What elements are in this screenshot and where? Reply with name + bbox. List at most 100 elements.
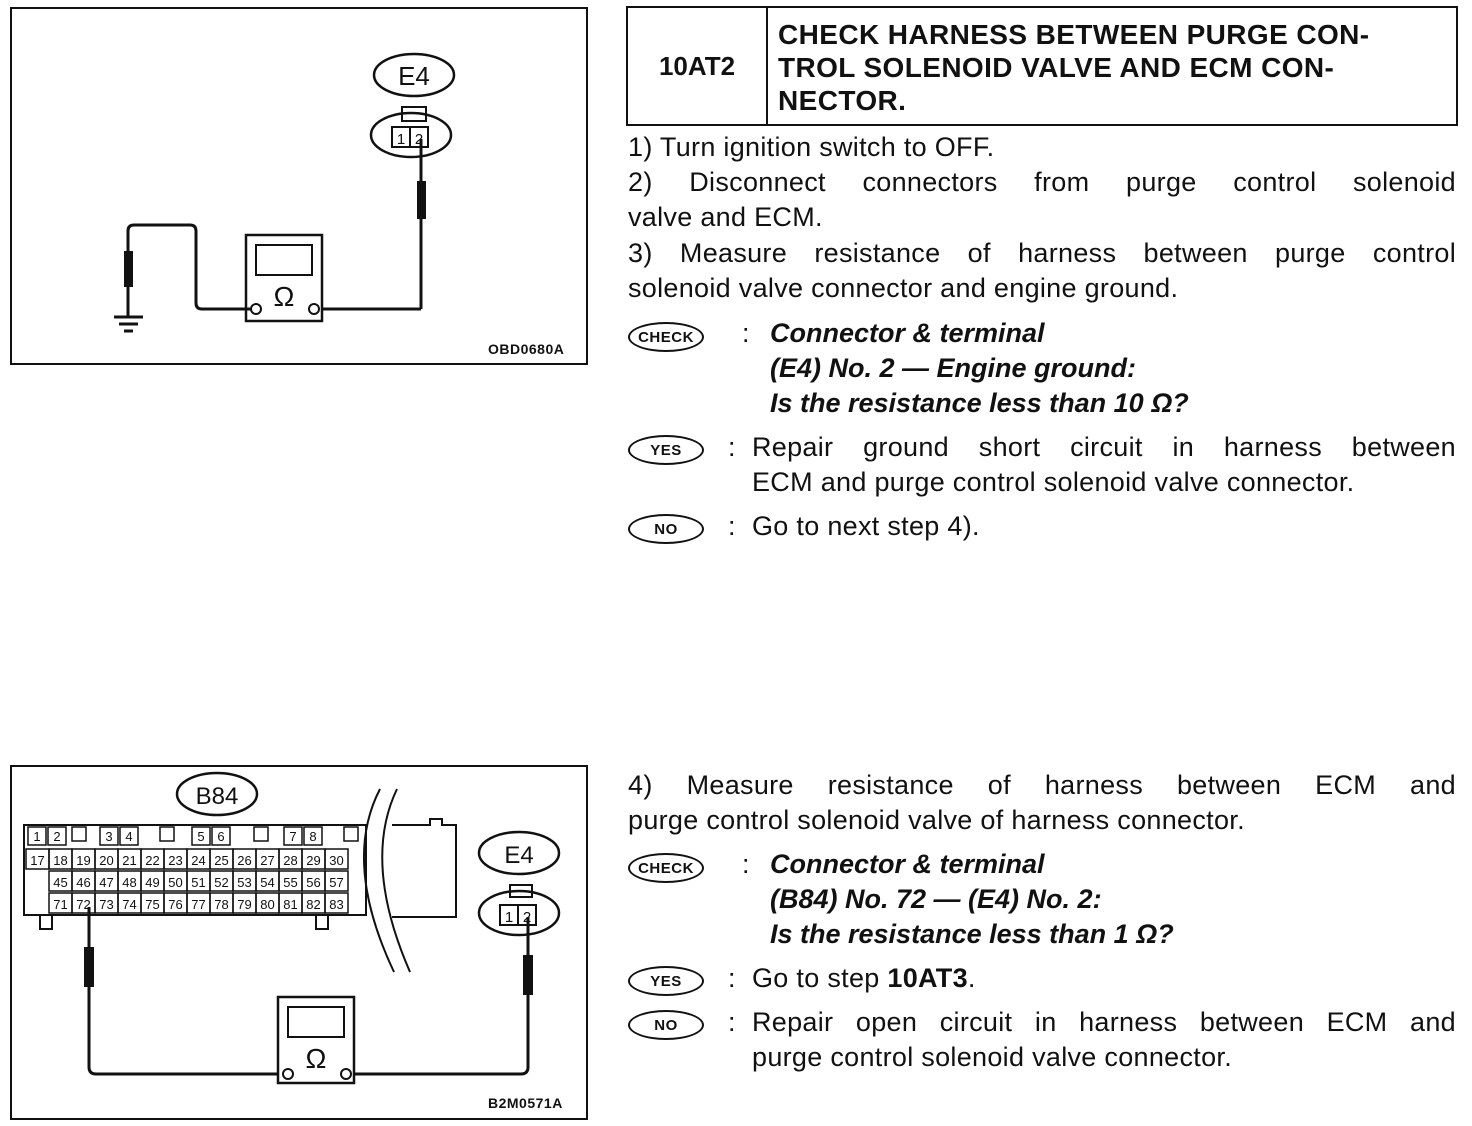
ecm-pin-cell <box>99 826 119 846</box>
ecm-pin-label: 1 <box>33 829 40 844</box>
figure1-code: OBD0680A <box>488 341 565 357</box>
left-probe <box>124 251 133 287</box>
ecm-pin-label: 20 <box>99 853 113 868</box>
ecm-pin-label: 50 <box>168 875 182 890</box>
ecm-pin-label: 74 <box>122 897 136 912</box>
instruction-2-line2: valve and ECM. <box>628 202 823 232</box>
ecm-pin-label: 73 <box>99 897 113 912</box>
ecm-pin-label: 51 <box>191 875 205 890</box>
ecm-pin-label: 83 <box>329 897 343 912</box>
ecm-pin-label: 56 <box>306 875 320 890</box>
right-probe <box>417 181 426 219</box>
ecm-pin-label: 45 <box>53 875 67 890</box>
ecm-pin-cell <box>324 870 349 892</box>
e4-connector-body <box>477 889 561 937</box>
ecm-pin-label: 49 <box>145 875 159 890</box>
check-badge: CHECK <box>628 322 704 352</box>
check1-line2: (E4) No. 2 — Engine ground: <box>770 353 1136 383</box>
ecm-key-notch <box>343 826 359 842</box>
e4-label: E4 <box>398 61 430 91</box>
step-title-line: NECTOR. <box>778 85 907 116</box>
yes-colon: : <box>728 963 736 993</box>
no-badge: NO <box>628 514 704 544</box>
ecm-pin-label: 77 <box>191 897 205 912</box>
step-header: 10AT2 CHECK HARNESS BETWEEN PURGE CON- T… <box>626 6 1458 126</box>
ecm-pin-cell <box>191 826 211 846</box>
ecm-pin-cell <box>324 848 349 870</box>
ecm-pin-label: 71 <box>53 897 67 912</box>
ground-icon <box>114 315 143 333</box>
ecm-pin-label: 8 <box>309 829 316 844</box>
left-probe <box>84 947 94 987</box>
ohm-symbol: Ω <box>306 1043 327 1074</box>
no-colon: : <box>728 1007 736 1037</box>
instruction-2-line1: 2) Disconnect connectors from purge cont… <box>628 167 1456 197</box>
e4-pin-1: 1 <box>397 131 405 148</box>
ecm-pin-label: 21 <box>122 853 136 868</box>
ecm-pin-label: 27 <box>260 853 274 868</box>
ecm-pin-label: 4 <box>125 829 132 844</box>
ohmmeter-display <box>287 1006 345 1038</box>
e4-label-oval <box>477 830 561 876</box>
ecm-pin-label: 25 <box>214 853 228 868</box>
check2-line2: (B84) No. 72 — (E4) No. 2: <box>770 884 1102 914</box>
ecm-pin-label: 19 <box>76 853 90 868</box>
ecm-pin-label: 82 <box>306 897 320 912</box>
e4-connector-body <box>369 111 453 159</box>
yes2-suffix: . <box>967 963 976 993</box>
e4-label-oval <box>372 52 456 98</box>
yes1-line2: ECM and purge control solenoid valve con… <box>752 467 1355 497</box>
ecm-pin-label: 23 <box>168 853 182 868</box>
check1-line1: Connector & terminal <box>770 318 1045 348</box>
b84-label: B84 <box>196 783 239 810</box>
ecm-pin-cell <box>27 826 47 846</box>
check2-line3: Is the resistance less than 1 Ω? <box>770 919 1174 949</box>
ecm-pin-label: 75 <box>145 897 159 912</box>
ecm-key-notch <box>71 826 87 842</box>
ecm-pin-label: 3 <box>105 829 112 844</box>
ecm-pin-label: 48 <box>122 875 136 890</box>
right-probe <box>523 955 533 995</box>
check-colon: : <box>742 849 750 879</box>
ecm-pin-label: 46 <box>76 875 90 890</box>
ecm-pin-label: 72 <box>76 897 90 912</box>
ecm-key-notch <box>253 826 269 842</box>
ecm-pin-label: 47 <box>99 875 113 890</box>
ecm-pin-label: 7 <box>289 829 296 844</box>
no2-line1: Repair open circuit in harness between E… <box>752 1007 1456 1037</box>
ecm-pin-label: 55 <box>283 875 297 890</box>
ecm-pin-label: 78 <box>214 897 228 912</box>
instruction-4-line2: purge control solenoid valve of harness … <box>628 805 1245 835</box>
ecm-pin-label: 57 <box>329 875 343 890</box>
ecm-pin-label: 28 <box>283 853 297 868</box>
ohm-symbol: Ω <box>274 281 295 312</box>
ohmmeter <box>276 995 356 1085</box>
b84-label-oval <box>175 771 259 817</box>
ohmmeter-display <box>255 244 313 276</box>
ecm-pin-label: 80 <box>260 897 274 912</box>
ecm-pin-label: 52 <box>214 875 228 890</box>
ecm-pin-label: 22 <box>145 853 159 868</box>
yes1-line1: Repair ground short circuit in harness b… <box>752 432 1456 462</box>
yes2-prefix: Go to step <box>752 963 888 993</box>
no-colon: : <box>728 511 736 541</box>
e4-pin-2: 2 <box>415 131 423 148</box>
ecm-pin-cell <box>324 892 349 914</box>
ecm-pin-label: 53 <box>237 875 251 890</box>
ecm-connector-body <box>23 824 367 916</box>
ecm-pin-label: 26 <box>237 853 251 868</box>
ecm-pin-label: 79 <box>237 897 251 912</box>
check2-line1: Connector & terminal <box>770 849 1045 879</box>
instruction-4-line1: 4) Measure resistance of harness between… <box>628 770 1456 800</box>
no-badge: NO <box>628 1010 704 1040</box>
yes-badge: YES <box>628 966 704 996</box>
yes2-line: Go to step 10AT3. <box>752 961 976 996</box>
step-title-line: CHECK HARNESS BETWEEN PURGE CON- <box>778 19 1370 50</box>
instruction-3-line1: 3) Measure resistance of harness between… <box>628 238 1456 268</box>
figure-ground-short-test: E4 1 2 Ω OBD0680A <box>10 7 588 365</box>
ecm-pin-label: 24 <box>191 853 205 868</box>
